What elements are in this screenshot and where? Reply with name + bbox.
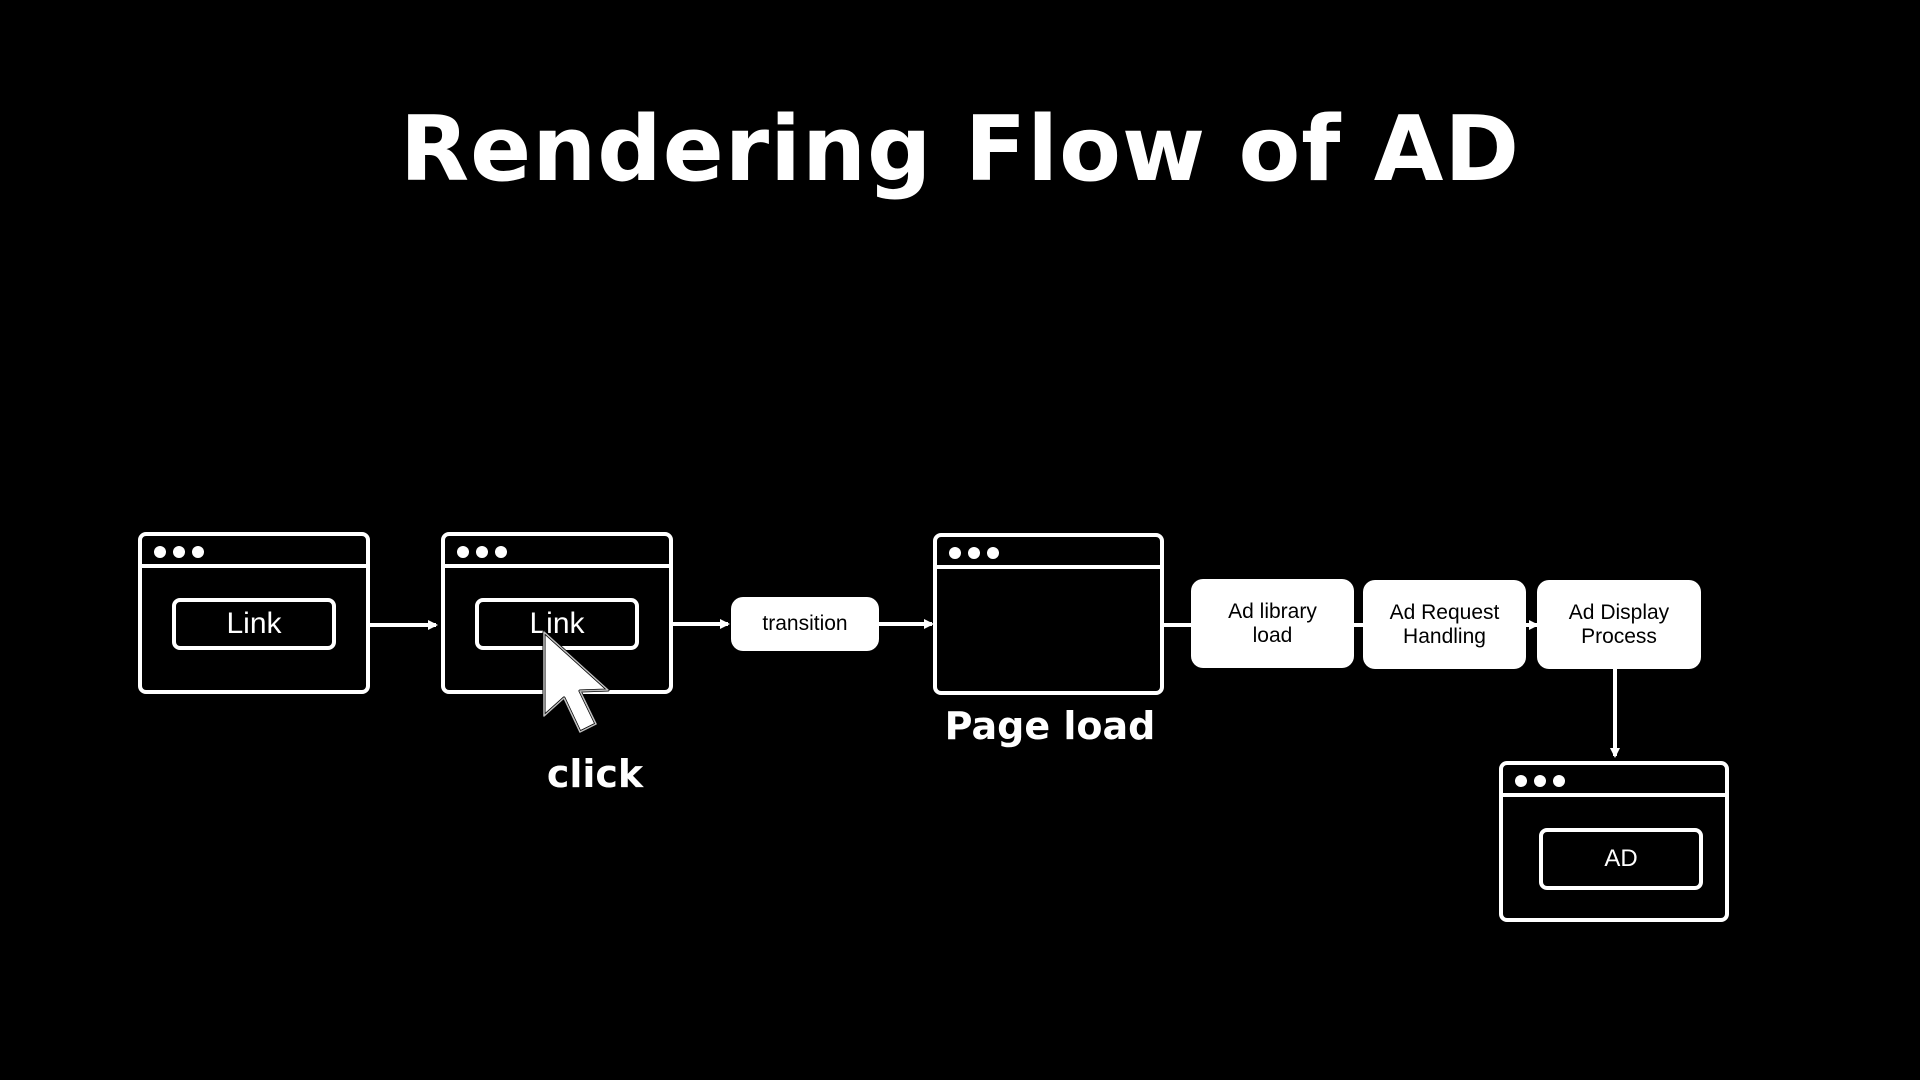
window-dot-icon	[1515, 775, 1527, 787]
window-dot-icon	[968, 547, 980, 559]
step-ad-request-handling: Ad Request Handling	[1363, 580, 1526, 669]
step-ad-library-load: Ad library load	[1191, 579, 1354, 668]
window-titlebar	[142, 536, 366, 568]
window-titlebar	[1503, 765, 1725, 797]
page-title: Rendering Flow of AD	[399, 97, 1521, 202]
window-dot-icon	[154, 546, 166, 558]
window-dot-icon	[457, 546, 469, 558]
window-dot-icon	[1553, 775, 1565, 787]
window-dot-icon	[949, 547, 961, 559]
window-dot-icon	[173, 546, 185, 558]
window-dot-icon	[495, 546, 507, 558]
mouse-pointer-icon	[542, 630, 610, 734]
browser-window-initial: Link	[138, 532, 370, 694]
link-button: Link	[172, 598, 336, 650]
browser-window-page-load	[933, 533, 1164, 695]
step-ad-display-process: Ad Display Process	[1537, 580, 1701, 669]
window-titlebar	[445, 536, 669, 568]
window-dot-icon	[1534, 775, 1546, 787]
window-dot-icon	[987, 547, 999, 559]
ad-slot: AD	[1539, 828, 1703, 890]
page-load-caption: Page load	[944, 704, 1156, 748]
window-dot-icon	[192, 546, 204, 558]
click-caption: click	[546, 752, 644, 796]
window-dot-icon	[476, 546, 488, 558]
window-titlebar	[937, 537, 1160, 569]
browser-window-ad: AD	[1499, 761, 1729, 922]
step-transition: transition	[731, 597, 879, 651]
